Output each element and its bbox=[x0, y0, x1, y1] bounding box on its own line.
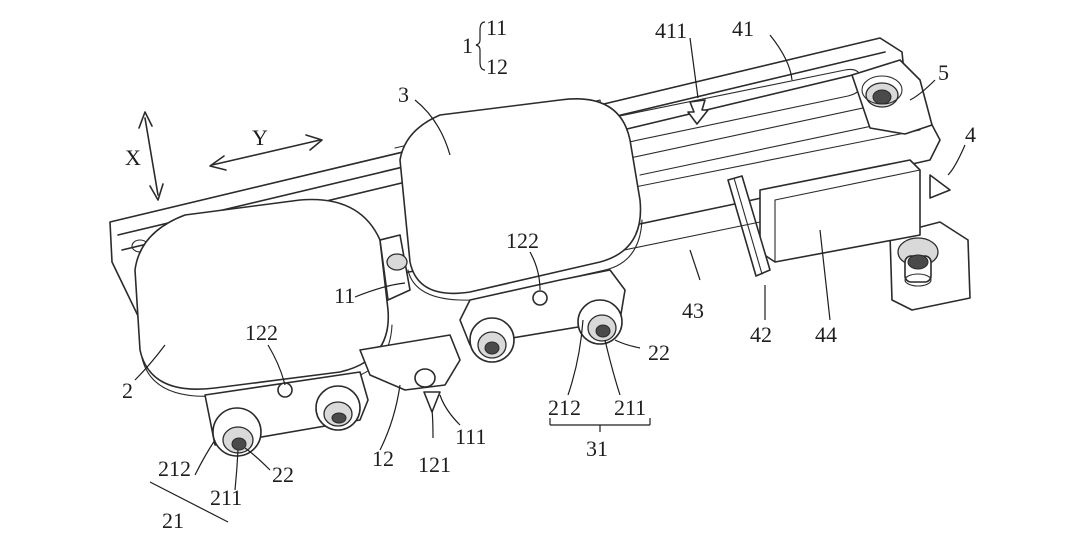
label-31: 31 bbox=[586, 436, 608, 461]
axis-y-arrow bbox=[209, 134, 323, 171]
plate-42 bbox=[727, 175, 771, 277]
label-42: 42 bbox=[750, 322, 772, 347]
label-111: 111 bbox=[455, 424, 486, 449]
rail-43 bbox=[599, 221, 761, 256]
label-axis-x: X bbox=[125, 145, 141, 170]
cell-3-terminals bbox=[459, 269, 626, 363]
label-2: 2 bbox=[122, 378, 133, 403]
label-3: 3 bbox=[398, 82, 409, 107]
label-21: 21 bbox=[162, 508, 184, 533]
label-121: 121 bbox=[418, 452, 451, 477]
label-211-right: 211 bbox=[614, 395, 646, 420]
block-44 bbox=[759, 159, 921, 263]
label-11: 11 bbox=[334, 283, 355, 308]
label-4: 4 bbox=[965, 122, 976, 147]
arrow-411 bbox=[687, 99, 709, 125]
label-axis-y: Y bbox=[252, 125, 268, 150]
label-122-right: 122 bbox=[506, 228, 539, 253]
arrow-111 bbox=[423, 391, 441, 413]
labels: 1 11 12 3 411 41 5 4 X Y 122 11 43 42 44… bbox=[122, 15, 976, 533]
axis-x-arrow bbox=[138, 111, 164, 201]
label-22-right: 22 bbox=[648, 340, 670, 365]
label-411: 411 bbox=[655, 18, 687, 43]
label-12-top: 12 bbox=[486, 54, 508, 79]
cell-2-terminals bbox=[204, 371, 369, 457]
label-41: 41 bbox=[732, 16, 754, 41]
label-212-left: 212 bbox=[158, 456, 191, 481]
label-122-left: 122 bbox=[245, 320, 278, 345]
label-44: 44 bbox=[815, 322, 837, 347]
label-5: 5 bbox=[938, 60, 949, 85]
bracket-5 bbox=[851, 59, 933, 135]
bracket-lower-right bbox=[889, 221, 971, 311]
label-1: 1 bbox=[462, 33, 473, 58]
label-212-right: 212 bbox=[548, 395, 581, 420]
leader-lines bbox=[134, 21, 966, 523]
label-211-left: 211 bbox=[210, 485, 242, 510]
label-22-left: 22 bbox=[272, 462, 294, 487]
label-11-top: 11 bbox=[486, 15, 507, 40]
label-43: 43 bbox=[682, 298, 704, 323]
arrow-4 bbox=[929, 174, 951, 199]
label-12: 12 bbox=[372, 446, 394, 471]
cell-3 bbox=[399, 98, 643, 301]
